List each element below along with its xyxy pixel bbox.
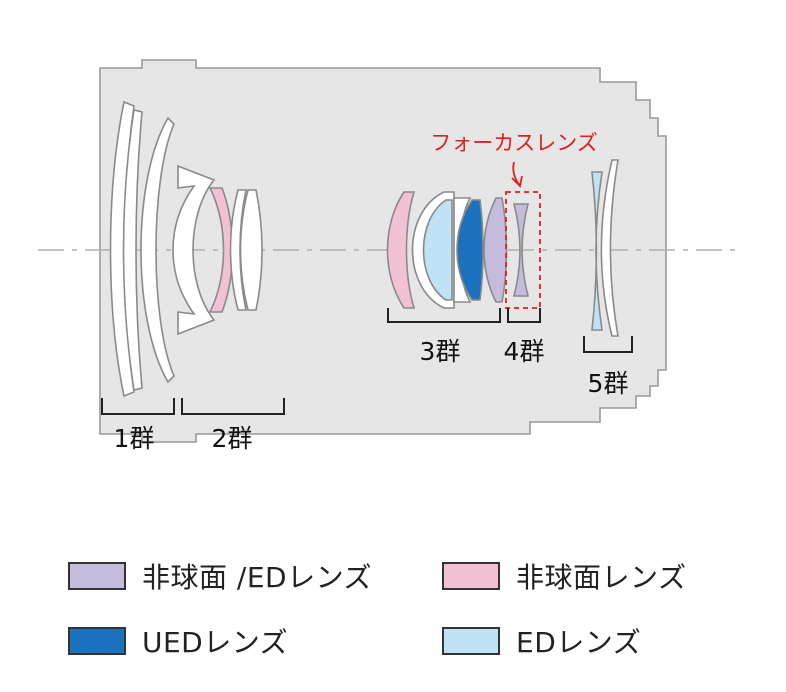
focus-lens-arrow: [511, 161, 523, 188]
lens-element-1-3: [140, 116, 175, 384]
group-5-bracket: [583, 336, 633, 353]
lens-element-3-6-aspherical-ed: [483, 197, 508, 303]
lens-element-2-3: [229, 189, 247, 311]
lens-element-5-2: [600, 159, 619, 337]
group-5-label: 5群: [588, 369, 629, 398]
group-1-bracket: [101, 398, 175, 415]
lens-barrel: [99, 59, 667, 443]
lens-element-3-1-aspherical: [386, 191, 416, 309]
group-1-label: 1群: [114, 424, 155, 453]
group-4-label: 4群: [504, 337, 545, 366]
lens-element-2-4: [239, 189, 263, 311]
lens-element-5-1-ed: [591, 171, 603, 331]
group-2-bracket: [181, 398, 285, 415]
lens-element-1-2: [122, 109, 143, 391]
focus-lens-highlight-box: [505, 191, 541, 309]
lens-element-3-5-ued: [456, 199, 484, 301]
group-3-label: 3群: [420, 337, 461, 366]
lens-element-4-1-aspherical-ed: [512, 203, 530, 297]
lens-element-2-2-aspherical: [208, 187, 234, 313]
lens-element-2-1: [172, 164, 216, 336]
lens-element-3-3-ed: [422, 199, 453, 301]
group-3-bracket: [387, 308, 501, 323]
group-2-label: 2群: [212, 424, 253, 453]
group-4-bracket: [507, 308, 541, 323]
focus-lens-label: フォーカスレンズ: [430, 131, 598, 155]
